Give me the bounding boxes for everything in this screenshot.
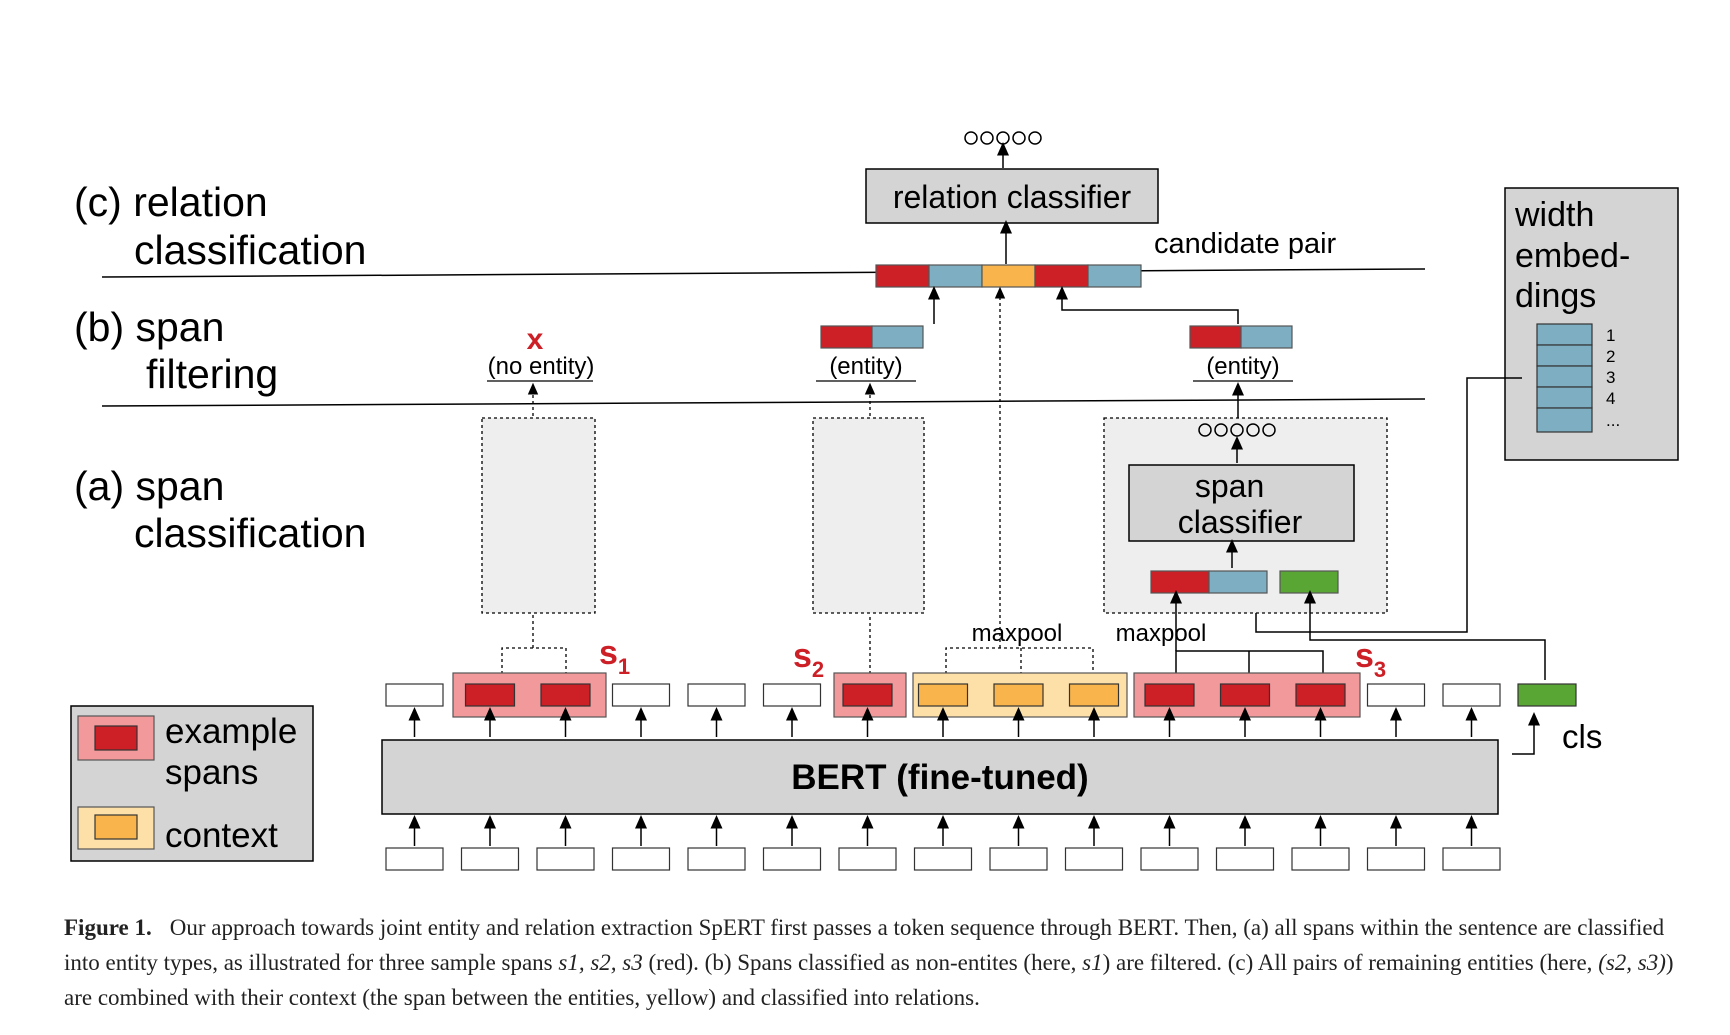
entity-label-s3: (entity) (1206, 353, 1279, 380)
span-output-circles (1198, 423, 1276, 437)
input-token (838, 847, 897, 871)
output-token (842, 683, 893, 707)
caption-math-spans: s1, s2, s3 (558, 950, 643, 975)
input-token (460, 847, 520, 871)
candidate-pair-label: candidate pair (1154, 228, 1337, 260)
classifier-panel-s1 (481, 417, 596, 614)
arrow-s3-to-pair (1056, 286, 1239, 324)
input-token (687, 847, 746, 871)
caption-text-1: Our approach towards joint entity and re… (64, 915, 1665, 975)
input-token (1291, 847, 1350, 871)
output-token (917, 683, 969, 707)
reject-mark: x (527, 323, 544, 356)
section-label-filtering: (b) span filtering (74, 304, 278, 397)
entity-label-s2: (entity) (829, 353, 902, 380)
output-token (1442, 683, 1501, 707)
bert-input-tokens (385, 847, 1501, 871)
output-token (1219, 683, 1271, 707)
classifier-panel-s2 (812, 417, 925, 614)
input-token (762, 847, 822, 871)
legend-span-label: example spans (165, 712, 307, 792)
width-embedding-row-numbers: 1 2 3 4 ... (1606, 326, 1620, 430)
span-classifier-box (1128, 464, 1355, 542)
input-token (536, 847, 595, 871)
input-token (385, 847, 444, 871)
output-token (993, 683, 1044, 707)
relation-output-circles (964, 131, 1042, 145)
separator-line-relation (101, 268, 1426, 278)
entity-vector-s3 (1189, 325, 1293, 349)
output-token (540, 683, 591, 707)
span-label-s3: s3 (1355, 637, 1386, 682)
caption-text-2: (red). (b) Spans classified as non-entit… (642, 950, 1083, 975)
relation-classifier-box (865, 168, 1159, 224)
section-label-classification: (a) span classification (74, 463, 366, 556)
input-token (913, 847, 973, 871)
output-token (385, 683, 444, 707)
input-token (989, 847, 1048, 871)
figure-caption: Figure 1.Our approach towards joint enti… (64, 910, 1704, 1015)
separator-line-filtering (101, 398, 1426, 407)
section-label-relation: (c) relation classification (74, 179, 366, 273)
legend-context-swatch (94, 814, 138, 840)
output-token (1295, 683, 1346, 707)
maxpool-span-label: maxpool (1116, 620, 1207, 647)
caption-text-4: ) are combined with their context (the s… (64, 950, 1674, 1010)
width-embeddings-title: width embed- dings (1514, 196, 1640, 315)
span-label-s1: s1 (599, 634, 630, 679)
maxpool-context-label: maxpool (972, 620, 1063, 647)
input-token (1366, 847, 1426, 871)
caption-text-3: ) are filtered. (c) All pairs of remaini… (1102, 950, 1599, 975)
width-embedding-table (1536, 323, 1593, 433)
output-token (611, 683, 671, 707)
input-token (1442, 847, 1501, 871)
legend-span-swatch (94, 725, 138, 751)
caption-math-s1: s1 (1082, 950, 1103, 975)
output-token (762, 683, 822, 707)
input-token (1215, 847, 1275, 871)
input-token (611, 847, 671, 871)
output-token (464, 683, 516, 707)
cls-connector (1304, 590, 1546, 680)
bert-input-arrows (408, 815, 1478, 846)
output-token (687, 683, 746, 707)
bert-output-arrows (408, 707, 1478, 737)
context-pool-lines (945, 647, 1094, 680)
cls-label: cls (1562, 718, 1602, 755)
span-label-s2: s2 (793, 637, 824, 682)
caption-math-pair: (s2, s3) (1598, 950, 1666, 975)
input-token (1140, 847, 1199, 871)
legend-context-label: context (165, 816, 278, 855)
cls-token (1517, 683, 1577, 707)
width-embedding-connector (1250, 377, 1522, 633)
figure-label: Figure 1. (64, 915, 152, 940)
candidate-pair-vector (875, 264, 1142, 288)
bert-box (381, 739, 1499, 815)
cls-arrow (1512, 712, 1540, 755)
bert-output-tokens (385, 683, 1577, 707)
relation-classifier-label: relation classifier (893, 179, 1132, 215)
bert-label: BERT (fine-tuned) (791, 758, 1088, 797)
span-representation-vector (1150, 570, 1339, 594)
output-token (1144, 683, 1195, 707)
entity-vector-s2 (820, 325, 924, 349)
span-classifier-label: span classifier (1178, 468, 1303, 540)
no-entity-label: (no entity) (488, 353, 595, 380)
output-token (1068, 683, 1120, 707)
input-token (1064, 847, 1124, 871)
output-token (1366, 683, 1426, 707)
